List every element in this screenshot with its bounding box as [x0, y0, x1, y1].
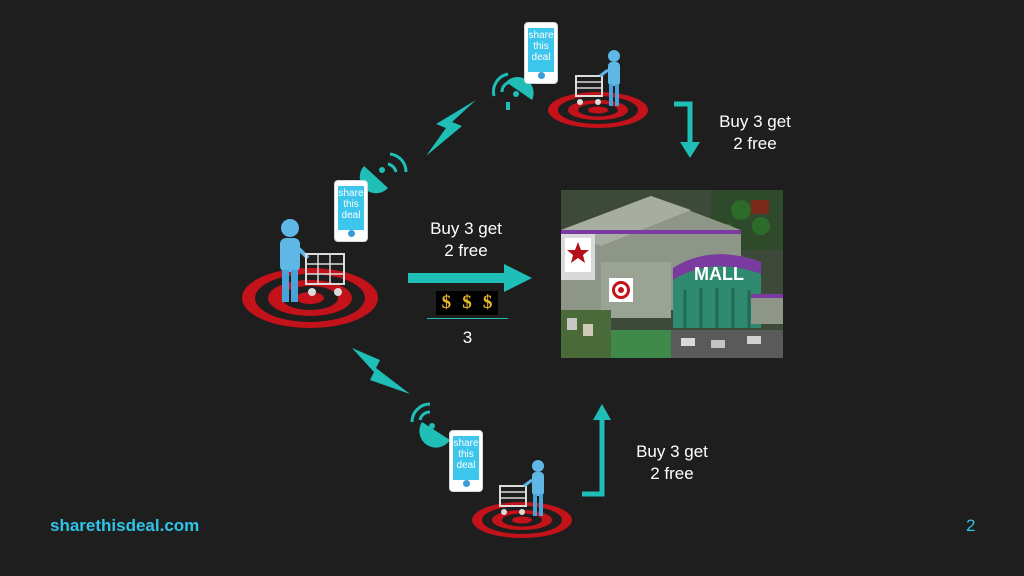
footer-site[interactable]: sharethisdeal.com — [50, 516, 200, 535]
mall-image: MALL — [561, 190, 783, 358]
shopper-target-middle-icon — [242, 219, 378, 328]
phone-screen-label: share this deal — [528, 28, 554, 72]
satellite-dish-bottom-icon — [410, 402, 450, 448]
page-number: 2 — [966, 516, 976, 535]
price-symbols: $ $ $ — [436, 291, 498, 315]
divider-line — [427, 318, 508, 319]
phone-home-button — [538, 72, 545, 79]
arrow-right-icon — [408, 264, 532, 292]
arrow-up-icon — [582, 404, 611, 497]
phone-top-icon: share this deal — [524, 22, 558, 84]
phone-screen-label: share this deal — [338, 186, 364, 230]
arrow-down-icon — [674, 101, 700, 158]
lightning-bolt-top-icon — [426, 100, 476, 156]
dollar-sign: $ — [441, 292, 452, 313]
deal-text-center: Buy 3 get 2 free — [430, 219, 502, 260]
dollar-sign: $ — [462, 292, 472, 313]
phone-middle-icon: share this deal — [334, 180, 368, 242]
shopper-target-bottom-icon — [472, 460, 572, 538]
deal-text-bottom: Buy 3 get 2 free — [636, 442, 708, 483]
mall-sign: MALL — [694, 264, 744, 284]
lightning-bolt-bottom-icon — [352, 348, 410, 394]
shopper-count: 3 — [462, 328, 473, 347]
shopper-target-top-icon — [548, 50, 648, 128]
deal-text-top: Buy 3 get 2 free — [719, 112, 791, 153]
dollar-sign: $ — [482, 292, 493, 313]
phone-home-button — [348, 230, 355, 237]
phone-screen-label: share this deal — [453, 436, 479, 480]
phone-bottom-icon: share this deal — [449, 430, 483, 492]
phone-home-button — [463, 480, 470, 487]
